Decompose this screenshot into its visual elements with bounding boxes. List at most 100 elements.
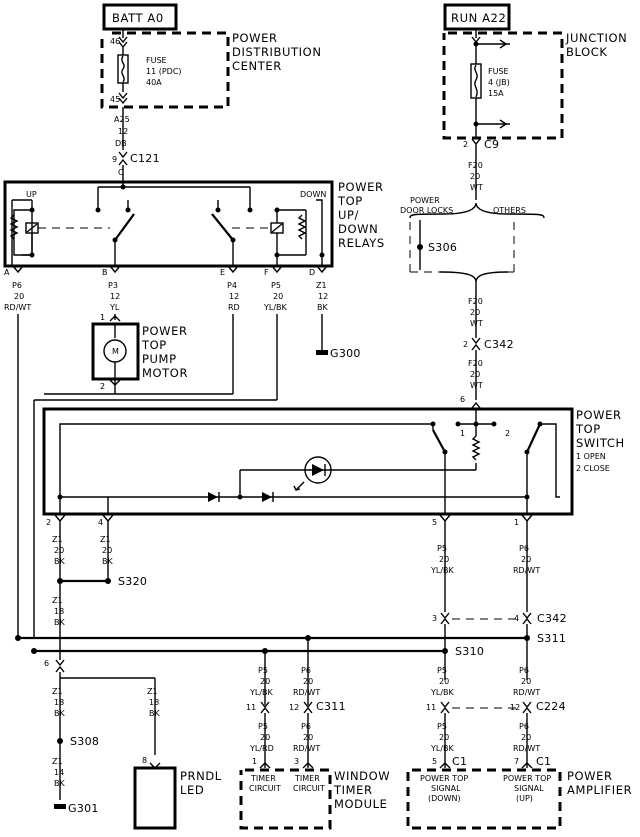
diode-2-icon xyxy=(262,492,272,502)
wire-ap6b-gauge: 20 xyxy=(521,733,531,742)
wire-f20a-id: F20 xyxy=(468,161,483,170)
wire-z114-id: Z1 xyxy=(52,757,63,766)
c342-lower-pin-4: 4 xyxy=(514,614,519,623)
power-top-relays: POWER TOP UP/ DOWN RELAYS UP DOWN xyxy=(3,180,385,268)
timer-circuit-2-label-2: CIRCUIT xyxy=(293,784,325,793)
relays-label-5: RELAYS xyxy=(338,236,385,250)
wire-ap5-gauge: 20 xyxy=(439,677,449,686)
c342-upper-label: C342 xyxy=(484,338,514,351)
switch-mode-open: 1 OPEN xyxy=(576,452,606,461)
splice-s308-label: S308 xyxy=(70,735,99,748)
wire-ap6-id: P6 xyxy=(519,666,529,675)
c311-pin-12: 12 xyxy=(289,703,299,712)
switch-pin-1: 1 xyxy=(514,518,519,527)
wire-f20c-id: F20 xyxy=(468,359,483,368)
wire-a25-gauge: 12 xyxy=(118,127,128,136)
window-timer-module: 1 3 TIMER CIRCUIT TIMER CIRCUIT WINDOW T… xyxy=(239,757,390,830)
wire-p5-gauge: 20 xyxy=(273,292,283,301)
motor-label-4: MOTOR xyxy=(142,366,188,380)
prndl-label-2: LED xyxy=(180,783,204,797)
power-amplifier: 5 C1 7 C1 POWER TOP SIGNAL (DOWN) POWER … xyxy=(406,755,632,830)
wire-tp6b-gauge: 20 xyxy=(303,733,313,742)
wire-z118c-color: BK xyxy=(149,709,160,718)
motor-m-glyph: M xyxy=(112,347,119,356)
wire-tp6b-color: RD/WT xyxy=(293,744,320,753)
motor-label-2: TOP xyxy=(141,338,167,352)
splice-s306-fork: POWER DOOR LOCKS OTHERS S306 F20 20 WT xyxy=(400,196,545,338)
relay-pin-f: F xyxy=(264,268,269,277)
switch-pin-6: 6 xyxy=(460,395,465,404)
wire-z118b-gauge: 18 xyxy=(54,698,64,707)
relay-output-wires: P6 20 RD/WT P3 12 YL P4 12 RD P5 20 YL/B… xyxy=(4,281,360,638)
wire-f20a-gauge: 20 xyxy=(470,172,480,181)
wire-tp5-id: P5 xyxy=(258,666,268,675)
timer-circuit-1-label-2: CIRCUIT xyxy=(249,784,281,793)
wire-ap6-color: RD/WT xyxy=(513,688,540,697)
wire-sp5-gauge: 20 xyxy=(439,555,449,564)
switch-pin-2: 2 xyxy=(46,518,51,527)
wire-f20c-gauge: 20 xyxy=(470,370,480,379)
amplifier-label-1: POWER xyxy=(567,769,613,783)
wire-sz1a-id: Z1 xyxy=(52,535,63,544)
wire-sz1a-gauge: 20 xyxy=(54,546,64,555)
wire-ap5-id: P5 xyxy=(437,666,447,675)
connector-c9: 2 C9 F20 20 WT xyxy=(463,138,499,200)
relay-down-label: DOWN xyxy=(300,190,326,199)
switch-label-1: POWER xyxy=(576,408,622,422)
connector-c342-upper: 2 C342 F20 20 WT 6 xyxy=(460,337,514,409)
connector-c342-lower: 3 4 C342 xyxy=(432,612,567,680)
wire-z1-gauge: 12 xyxy=(318,292,328,301)
wire-z114-color: BK xyxy=(54,779,65,788)
c121-pin-9: 9 xyxy=(112,155,117,164)
motor-label-3: PUMP xyxy=(142,352,177,366)
switch-inner-1: 1 xyxy=(460,429,465,438)
wire-sz1b-color: BK xyxy=(102,557,113,566)
motor-pin-1: 1 xyxy=(100,313,105,322)
wire-sz1b-id: Z1 xyxy=(100,535,111,544)
c1a-label: C1 xyxy=(452,755,467,768)
relay-down-coil-resistor-icon xyxy=(297,214,307,240)
relays-label-2: TOP xyxy=(337,194,363,208)
pdc-pin-46: 46 xyxy=(110,37,120,46)
wire-a25-id: A25 xyxy=(114,115,130,124)
junction-label-1: JUNCTION xyxy=(565,31,627,45)
relays-label-4: DOWN xyxy=(338,222,378,236)
wire-p6-color: RD/WT xyxy=(4,303,31,312)
switch-inner-2: 2 xyxy=(505,429,510,438)
c342-lower-pin-3: 3 xyxy=(432,614,437,623)
timer-pin-1: 1 xyxy=(252,757,257,766)
wire-ap5b-gauge: 20 xyxy=(439,733,449,742)
wire-tp6b-id: P6 xyxy=(301,722,311,731)
ground-g300-icon xyxy=(316,350,328,355)
wire-z118c-id: Z1 xyxy=(147,687,158,696)
pdc-label-1: POWER xyxy=(232,31,278,45)
switch-led-resistor-icon xyxy=(471,435,481,461)
led-icon xyxy=(304,456,332,484)
wire-ap5b-color: YL/BK xyxy=(430,744,455,753)
c224-pin-12: 12 xyxy=(510,703,520,712)
relay-pin-d: D xyxy=(309,268,315,277)
wire-tp5b-gauge: 20 xyxy=(260,733,270,742)
splice-s306-label: S306 xyxy=(428,241,457,254)
c224-label: C224 xyxy=(536,700,566,713)
wire-f20a-color: WT xyxy=(470,183,483,192)
others-label: OTHERS xyxy=(493,206,526,215)
prndl-led: 8 PRNDL LED xyxy=(133,756,221,830)
switch-pin-5: 5 xyxy=(432,518,437,527)
wire-tp6-color: RD/WT xyxy=(293,688,320,697)
switch-pins: 2 4 5 1 xyxy=(46,514,533,527)
wire-sp6-id: P6 xyxy=(519,544,529,553)
diode-1-icon xyxy=(208,492,218,502)
wire-z118a-id: Z1 xyxy=(52,596,63,605)
wire-p3-gauge: 12 xyxy=(110,292,120,301)
c342-lower-label: C342 xyxy=(537,612,567,625)
splice-s320-label: S320 xyxy=(118,575,147,588)
c9-pin-2: 2 xyxy=(463,140,468,149)
wire-tp5-color: YL/BK xyxy=(249,688,274,697)
wire-z1-id: Z1 xyxy=(316,281,327,290)
wire-f20b-color: WT xyxy=(470,319,483,328)
wire-p3-color: YL xyxy=(109,303,120,312)
wire-tp5b-id: P5 xyxy=(258,722,268,731)
fuse-11-id: 11 (PDC) xyxy=(146,67,182,76)
wire-p4-gauge: 12 xyxy=(229,292,239,301)
